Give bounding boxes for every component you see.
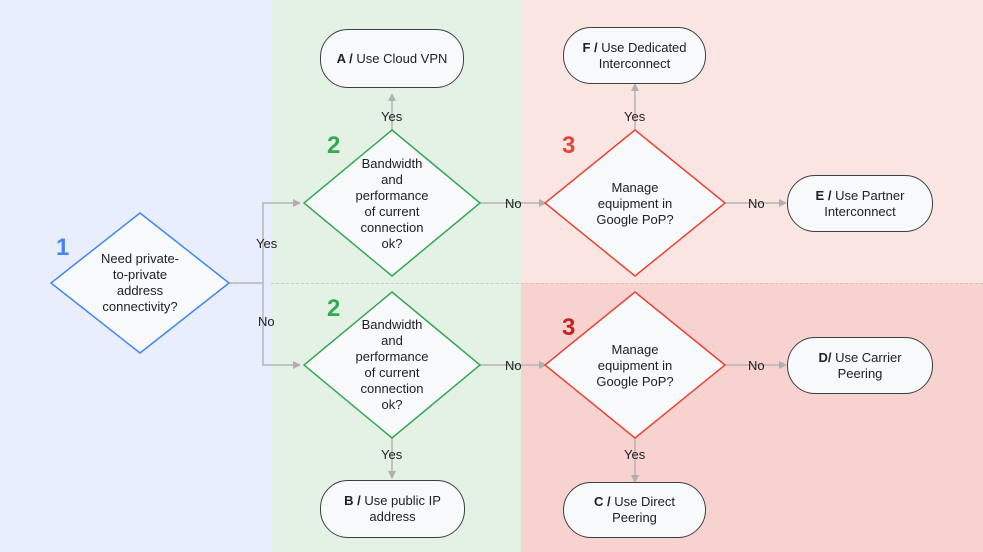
equipment-bottom-decision-text: Manage equipment in Google PoP?	[596, 342, 674, 389]
outcome-f-text: Use Dedicated Interconnect	[597, 39, 687, 71]
equipment-top-diamond	[543, 129, 727, 277]
bandwidth-bottom-diamond	[302, 291, 482, 439]
outcome-b-letter: B /	[344, 493, 361, 508]
step-number-3-bottom: 3	[562, 314, 576, 341]
edge-label-bw-top-no: No	[505, 196, 522, 211]
outcome-c-text: Use Direct Peering	[610, 494, 675, 525]
edge-label-bw-bottom-yes: Yes	[381, 447, 403, 462]
edge-label-eq-top-no: No	[748, 196, 765, 211]
edge-label-eq-bottom-yes: Yes	[624, 447, 646, 462]
step-number-1: 1	[56, 234, 70, 261]
outcome-f-box: F / Use Dedicated Interconnect	[563, 27, 706, 84]
outcome-b-box: B / Use public IP address	[320, 480, 465, 538]
outcome-d-text: Use Carrier Peering	[831, 349, 902, 381]
outcome-f-letter: F /	[582, 39, 598, 55]
edge-label-eq-top-yes: Yes	[624, 109, 646, 124]
step-2-lane	[271, 0, 521, 552]
equipment-bottom-diamond	[543, 291, 727, 439]
bandwidth-bottom-decision-text: Bandwidth and performance of current con…	[355, 317, 429, 412]
start-diamond	[49, 212, 231, 354]
outcome-b-text: Use public IP address	[360, 493, 441, 524]
edge-label-bw-bottom-no: No	[505, 358, 522, 373]
edge-label-eq-bottom-no: No	[748, 358, 765, 373]
connector-start-yes	[262, 199, 301, 283]
connector-start-no	[262, 283, 301, 369]
step-number-2-top: 2	[327, 132, 341, 159]
outcome-c-letter: C /	[594, 494, 611, 509]
outcome-e-box: E / Use Partner Interconnect	[787, 175, 933, 232]
start-decision-text: Need private- to-private address connect…	[100, 251, 180, 314]
outcome-a-letter: A /	[336, 50, 353, 66]
step-number-3-top: 3	[562, 132, 576, 159]
edge-label-start-no: No	[258, 314, 275, 329]
equipment-top-decision-text: Manage equipment in Google PoP?	[596, 180, 674, 227]
outcome-a-text: Use Cloud VPN	[352, 50, 448, 66]
step-number-2-bottom: 2	[327, 295, 341, 322]
lane-divider	[271, 283, 983, 284]
edge-label-start-yes: Yes	[256, 236, 278, 251]
outcome-a-box: A / Use Cloud VPN	[320, 29, 464, 88]
outcome-e-text: Use Partner Interconnect	[824, 187, 905, 219]
bandwidth-top-decision-text: Bandwidth and performance of current con…	[355, 156, 429, 251]
outcome-c-box: C / Use Direct Peering	[563, 482, 706, 538]
outcome-e-letter: E /	[815, 187, 832, 203]
edge-label-bw-top-yes: Yes	[381, 109, 403, 124]
outcome-d-box: D/ Use Carrier Peering	[787, 337, 933, 394]
outcome-d-letter: D/	[818, 349, 832, 365]
bandwidth-top-diamond	[302, 129, 482, 277]
